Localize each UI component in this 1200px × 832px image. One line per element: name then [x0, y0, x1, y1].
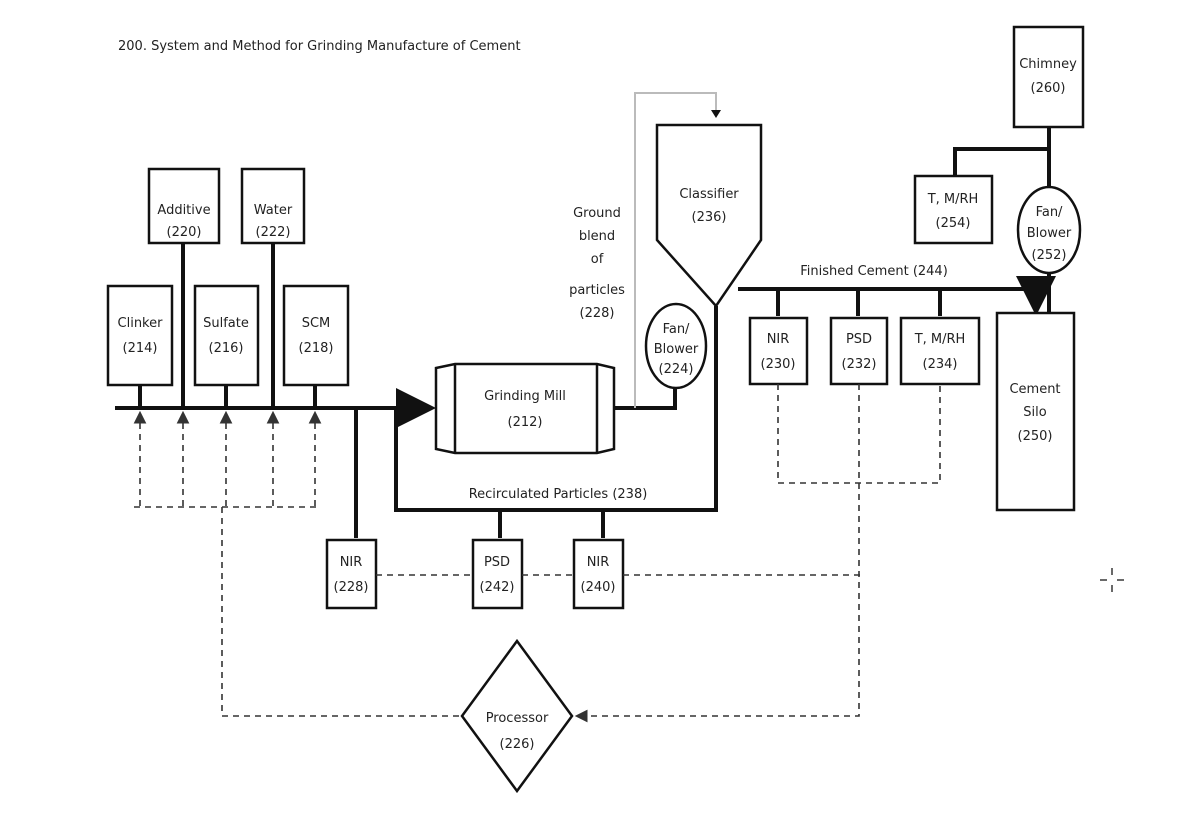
- node-scm: SCM (218): [282, 284, 350, 387]
- node-water: Water (222): [240, 167, 306, 245]
- svg-text:(228): (228): [580, 306, 615, 321]
- node-nir-228: NIR (228): [325, 538, 378, 610]
- svg-text:Clinker: Clinker: [118, 316, 164, 331]
- svg-text:NIR: NIR: [587, 555, 610, 570]
- svg-text:Blower: Blower: [1027, 226, 1072, 241]
- ground-blend-line: [634, 92, 717, 408]
- recirculated-label: Recirculated Particles (238): [469, 487, 648, 502]
- svg-text:Grinding Mill: Grinding Mill: [484, 389, 566, 404]
- svg-text:(252): (252): [1032, 248, 1067, 263]
- mill-to-fan-line: [614, 387, 677, 410]
- node-clinker: Clinker (214): [106, 284, 174, 387]
- diagram-title: 200. System and Method for Grinding Manu…: [118, 39, 521, 54]
- svg-text:of: of: [591, 252, 604, 267]
- node-classifier: Classifier (236): [655, 123, 763, 309]
- svg-text:(222): (222): [256, 225, 291, 240]
- svg-text:(242): (242): [480, 580, 515, 595]
- svg-text:(228): (228): [334, 580, 369, 595]
- finished-cement-label: Finished Cement (244): [800, 264, 948, 279]
- node-grinding-mill: Grinding Mill (212): [434, 362, 616, 455]
- finished-cement-line: [738, 276, 1056, 316]
- node-sulfate: Sulfate (216): [193, 284, 260, 387]
- svg-text:(240): (240): [581, 580, 616, 595]
- node-fan-blower-224: Fan/ Blower (224): [644, 302, 708, 390]
- svg-text:NIR: NIR: [767, 332, 790, 347]
- signal-lines: [133, 384, 941, 723]
- svg-text:Classifier: Classifier: [679, 187, 739, 202]
- node-fan-blower-252: Fan/ Blower (252): [1016, 185, 1082, 275]
- svg-text:Fan/: Fan/: [663, 322, 690, 337]
- svg-text:(224): (224): [659, 362, 694, 377]
- svg-text:Chimney: Chimney: [1019, 57, 1077, 72]
- svg-text:particles: particles: [569, 283, 625, 298]
- svg-text:PSD: PSD: [484, 555, 510, 570]
- recirculated-line: [394, 306, 718, 512]
- svg-text:Fan/: Fan/: [1036, 205, 1063, 220]
- node-cement-silo: Cement Silo (250): [995, 311, 1076, 512]
- node-nir-240: NIR (240): [572, 538, 625, 610]
- svg-text:(234): (234): [923, 357, 958, 372]
- svg-text:(260): (260): [1031, 81, 1066, 96]
- node-chimney: Chimney (260): [1012, 25, 1085, 129]
- svg-text:(216): (216): [209, 341, 244, 356]
- svg-text:(236): (236): [692, 210, 727, 225]
- svg-text:PSD: PSD: [846, 332, 872, 347]
- node-nir-230: NIR (230): [748, 316, 809, 386]
- svg-text:Blower: Blower: [654, 342, 699, 357]
- svg-text:(250): (250): [1018, 429, 1053, 444]
- svg-text:blend: blend: [579, 229, 615, 244]
- node-additive: Additive (220): [147, 167, 221, 245]
- svg-text:Ground: Ground: [573, 206, 621, 221]
- svg-text:Silo: Silo: [1023, 405, 1046, 420]
- node-psd-242: PSD (242): [471, 538, 524, 610]
- crosshair-icon: [1100, 568, 1124, 592]
- svg-text:Processor: Processor: [486, 711, 549, 726]
- node-psd-232: PSD (232): [829, 316, 889, 386]
- svg-text:(214): (214): [123, 341, 158, 356]
- svg-text:Water: Water: [254, 203, 293, 218]
- svg-text:Cement: Cement: [1009, 382, 1060, 397]
- node-processor: Processor (226): [460, 638, 574, 794]
- svg-text:NIR: NIR: [340, 555, 363, 570]
- svg-text:(212): (212): [508, 415, 543, 430]
- node-tmrh-234: T, M/RH (234): [899, 316, 981, 386]
- svg-text:T, M/RH: T, M/RH: [927, 192, 979, 207]
- svg-text:(230): (230): [761, 357, 796, 372]
- svg-text:T, M/RH: T, M/RH: [914, 332, 966, 347]
- svg-text:(254): (254): [936, 216, 971, 231]
- tmrh-254-line: [953, 147, 1049, 176]
- node-tmrh-254: T, M/RH (254): [913, 174, 994, 245]
- svg-text:(220): (220): [167, 225, 202, 240]
- svg-text:Sulfate: Sulfate: [203, 316, 249, 331]
- svg-text:Additive: Additive: [157, 203, 210, 218]
- ground-blend-label: Ground blend of particles (228): [569, 206, 625, 321]
- svg-text:SCM: SCM: [302, 316, 331, 331]
- svg-text:(232): (232): [842, 357, 877, 372]
- svg-text:(218): (218): [299, 341, 334, 356]
- svg-text:(226): (226): [500, 737, 535, 752]
